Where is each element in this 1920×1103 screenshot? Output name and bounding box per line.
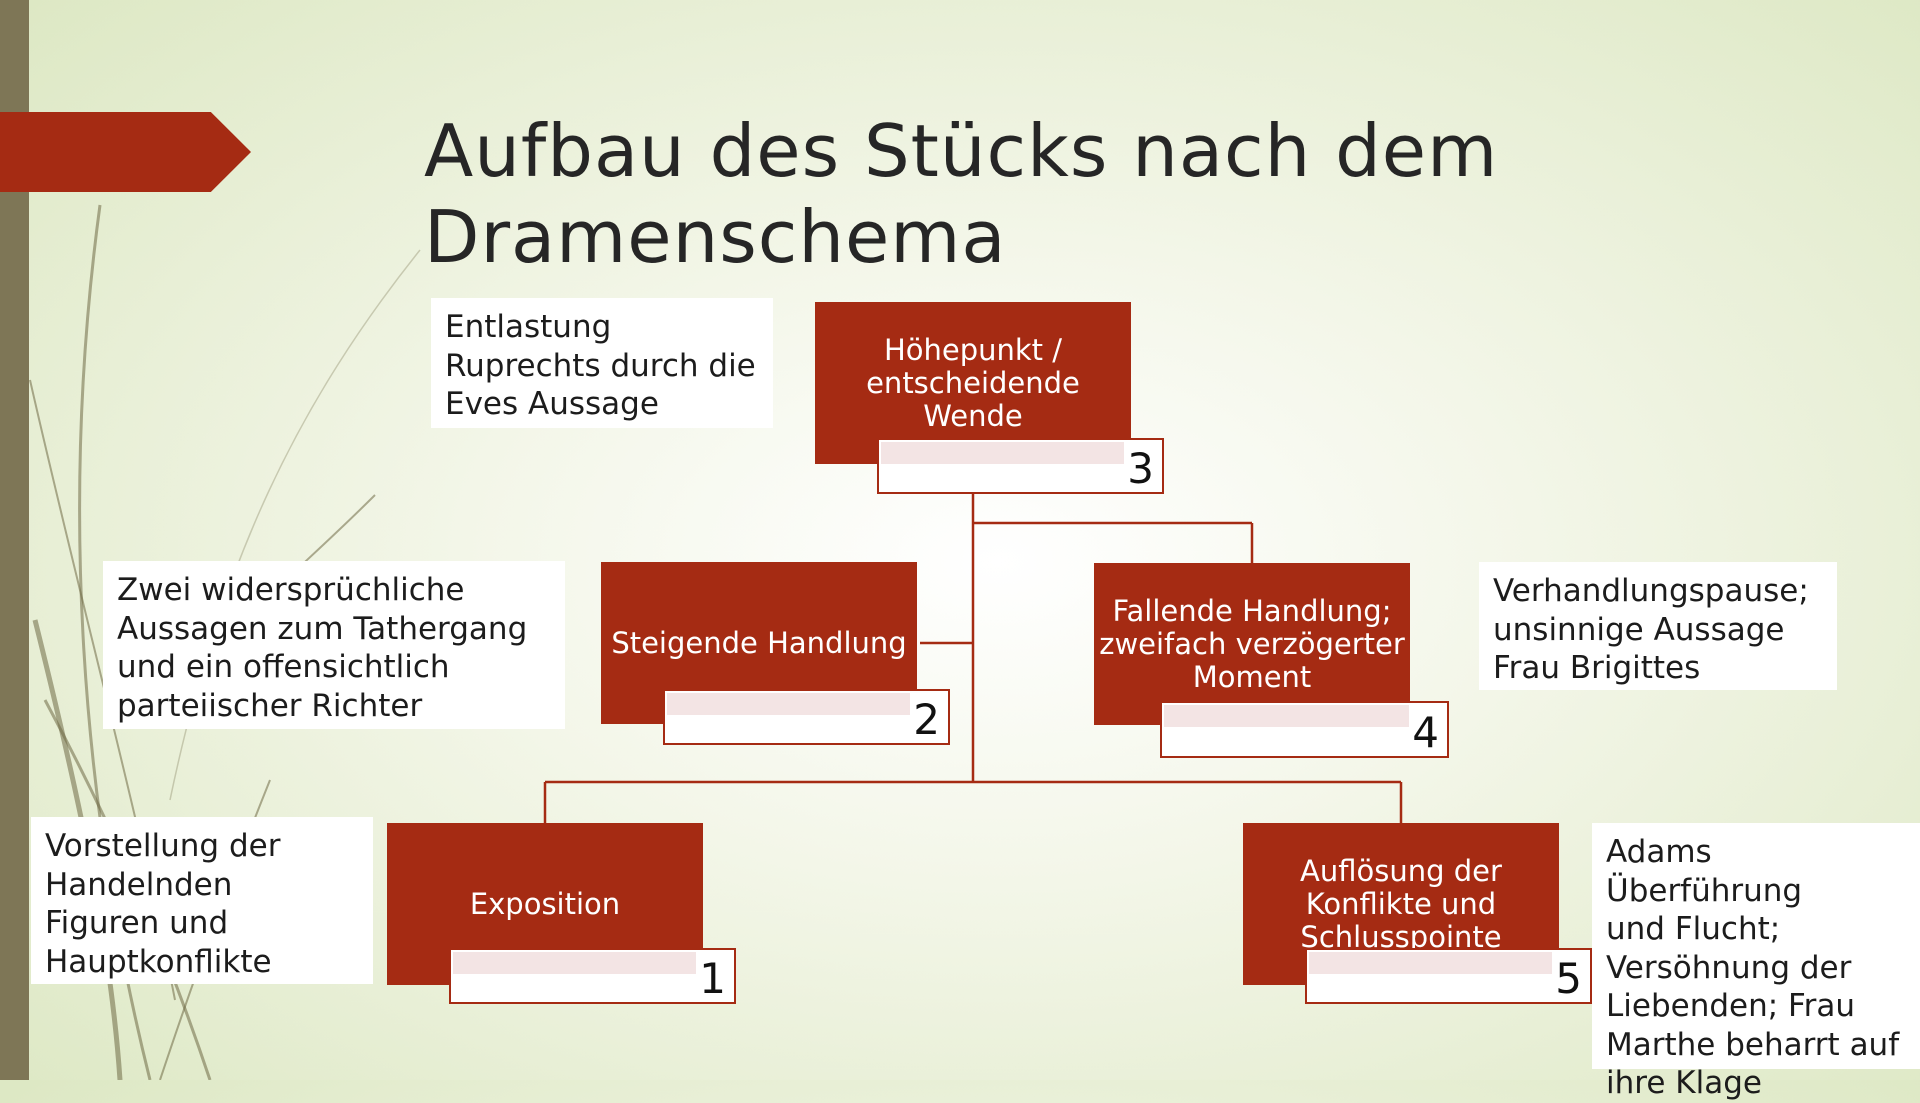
slide-title: Aufbau des Stücks nach dem Dramenschema — [424, 109, 1499, 279]
diagram-connectors — [543, 492, 1403, 824]
node-steigende-handlung-number-box: 2 — [663, 689, 950, 745]
node-fallende-handlung-label: Fallende Handlung; zweifach verzögerter … — [1099, 593, 1405, 694]
title-arrow-tab — [0, 112, 251, 192]
node-steigende-handlung-number: 2 — [913, 695, 940, 744]
node-fallende-handlung-number: 4 — [1412, 708, 1439, 757]
node-aufloesung-number-box: 5 — [1305, 948, 1592, 1004]
node-hoehepunkt-number: 3 — [1127, 444, 1154, 493]
node-exposition-label: Exposition — [469, 886, 621, 921]
node-aufloesung-label: Auflösung der Konflikte und Schlusspoint… — [1300, 853, 1502, 954]
node-hoehepunkt-number-box: 3 — [877, 438, 1164, 494]
node-fallende-handlung: Fallende Handlung; zweifach verzögerter … — [1094, 563, 1410, 725]
note-fallende-handlung: Verhandlungspause; unsinnige Aussage Fra… — [1479, 562, 1837, 690]
node-exposition-number: 1 — [699, 954, 726, 1003]
note-hoehepunkt: Entlastung Ruprechts durch die Eves Auss… — [431, 298, 773, 428]
note-exposition: Vorstellung der Handelnden Figuren und H… — [31, 817, 373, 984]
note-aufloesung: Adams Überführung und Flucht; Versöhnung… — [1592, 823, 1920, 1101]
note-steigende-handlung: Zwei widersprüchliche Aussagen zum Tathe… — [103, 561, 565, 729]
node-exposition-number-box: 1 — [449, 948, 736, 1004]
node-hoehepunkt-label: Höhepunkt / entscheidende Wende — [866, 332, 1080, 433]
node-steigende-handlung-label: Steigende Handlung — [611, 625, 907, 660]
node-aufloesung-number: 5 — [1555, 954, 1582, 1003]
node-hoehepunkt: Höhepunkt / entscheidende Wende — [815, 302, 1131, 464]
node-fallende-handlung-number-box: 4 — [1160, 701, 1449, 758]
